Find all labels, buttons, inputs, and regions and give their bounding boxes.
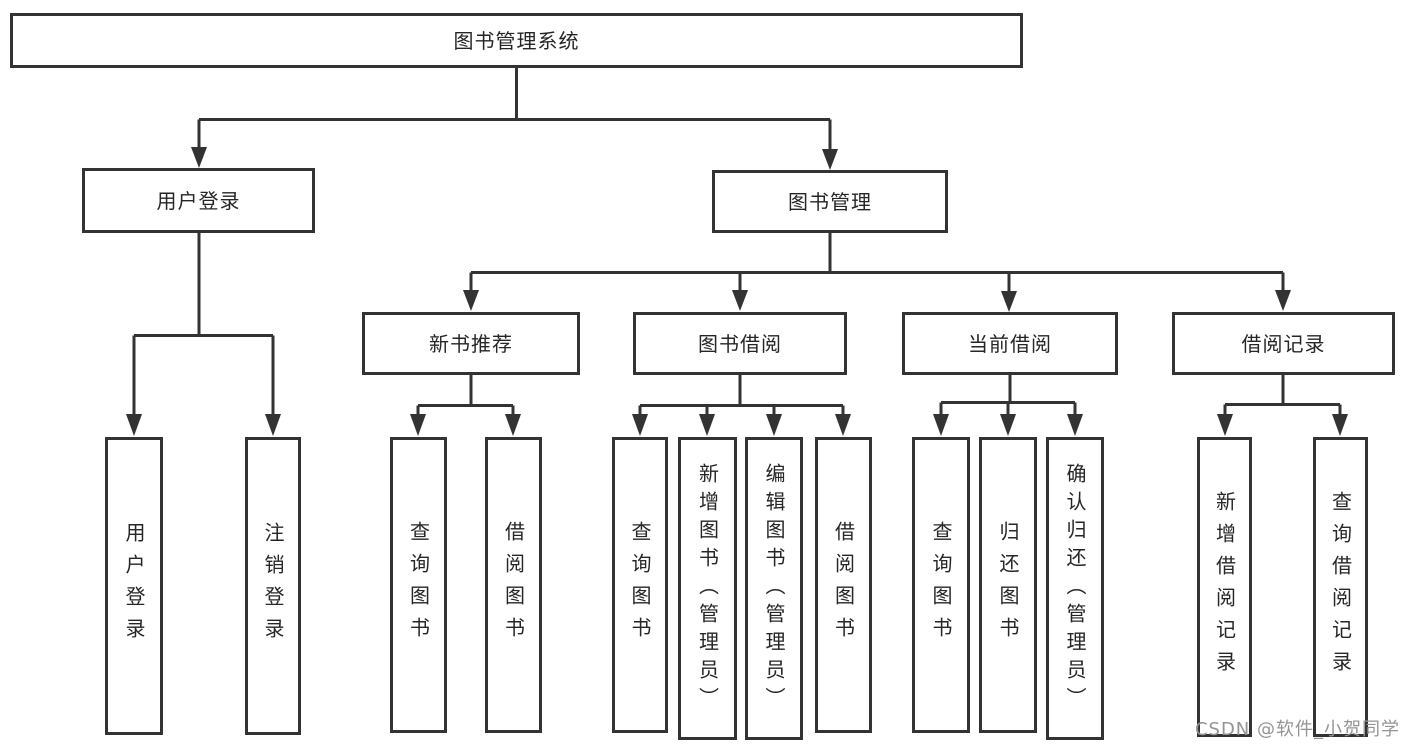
node-label: 用户登录 <box>122 522 146 650</box>
node-new-book-recommend: 新书推荐 <box>362 312 580 375</box>
node-label: 借阅图书 <box>501 521 526 649</box>
node-borrow-records: 借阅记录 <box>1172 312 1395 375</box>
node-label: 查询图书 <box>628 521 652 649</box>
node-label: 新增借阅记录 <box>1212 491 1237 683</box>
node-label: 归还图书 <box>996 521 1020 649</box>
node-user-login: 用户登录 <box>82 168 315 233</box>
node-label: 图书管理 <box>788 189 872 214</box>
node-label: 查询借阅记录 <box>1328 491 1353 683</box>
leaf-logout: 注销登录 <box>245 437 301 735</box>
leaf-query-borrow-record: 查询借阅记录 <box>1313 437 1368 737</box>
node-label: 新增图书（管理员） <box>695 462 720 715</box>
node-book-borrowing: 图书借阅 <box>633 312 847 375</box>
leaf-user-login: 用户登录 <box>105 437 163 735</box>
node-label: 注销登录 <box>261 522 285 650</box>
node-label: 编辑图书（管理员） <box>762 462 786 715</box>
leaf-add-borrow-record: 新增借阅记录 <box>1197 437 1252 737</box>
node-book-management: 图书管理 <box>712 170 948 233</box>
node-label: 确认归还（管理员） <box>1063 462 1087 715</box>
node-label: 图书借阅 <box>698 331 782 356</box>
node-library-system: 图书管理系统 <box>10 13 1023 68</box>
node-label: 用户登录 <box>156 188 241 213</box>
leaf-confirm-return-admin: 确认归还（管理员） <box>1046 437 1104 740</box>
node-label: 借阅图书 <box>831 521 856 649</box>
leaf-borrow-books-recommend: 借阅图书 <box>485 437 542 733</box>
leaf-add-books-admin: 新增图书（管理员） <box>678 437 737 740</box>
leaf-borrow-books: 借阅图书 <box>815 437 872 733</box>
node-label: 查询图书 <box>929 521 953 649</box>
leaf-query-books-recommend: 查询图书 <box>390 437 447 733</box>
node-label: 借阅记录 <box>1241 331 1326 356</box>
node-label: 当前借阅 <box>968 331 1052 356</box>
node-current-borrowing: 当前借阅 <box>902 312 1118 375</box>
watermark: CSDN @软件_小贺同学 <box>1194 719 1400 740</box>
node-label: 图书管理系统 <box>453 28 580 53</box>
node-label: 查询图书 <box>406 521 431 649</box>
leaf-query-books-borrow: 查询图书 <box>612 437 668 733</box>
node-label: 新书推荐 <box>429 331 513 356</box>
leaf-return-books: 归还图书 <box>979 437 1037 733</box>
leaf-edit-books-admin: 编辑图书（管理员） <box>745 437 803 740</box>
leaf-query-books-current: 查询图书 <box>912 437 970 733</box>
